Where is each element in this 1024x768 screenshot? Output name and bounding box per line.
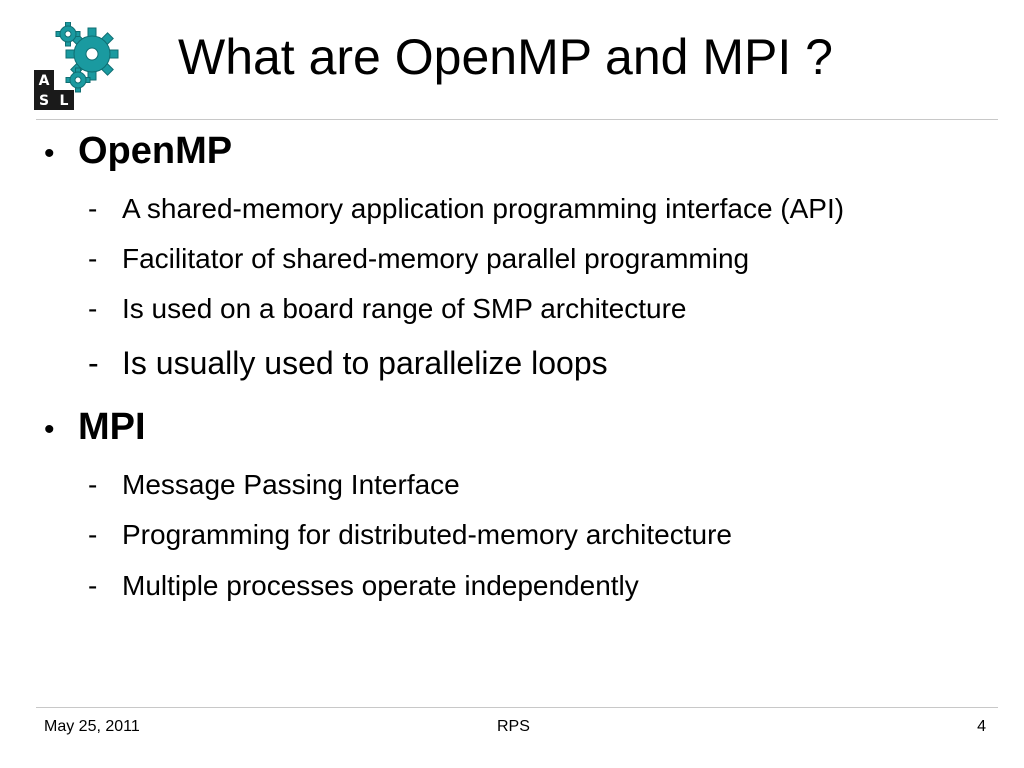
dash-icon: -: [88, 293, 98, 324]
slide-content: • OpenMP - A shared-memory application p…: [44, 130, 844, 602]
dash-icon: -: [88, 519, 98, 550]
sub-item-text: Programming for distributed-memory archi…: [122, 519, 732, 550]
sub-item: - A shared-memory application programmin…: [88, 193, 844, 225]
footer-center-label: RPS: [497, 718, 530, 735]
bullet-mpi: • MPI: [44, 406, 146, 449]
asl-gear-logo-icon: A S L: [34, 22, 119, 110]
sub-item: - Message Passing Interface: [88, 469, 460, 501]
svg-text:S: S: [39, 93, 49, 109]
footer-date: May 25, 2011: [44, 718, 140, 735]
slide-number: 4: [977, 718, 986, 735]
bullet-heading: MPI: [78, 406, 146, 448]
dash-icon: -: [88, 469, 98, 500]
footer-divider: [36, 707, 998, 708]
dash-icon: -: [88, 243, 98, 274]
dash-icon: -: [88, 345, 99, 381]
sub-item: - Is usually used to parallelize loops: [88, 345, 608, 382]
sub-item-text: Facilitator of shared-memory parallel pr…: [122, 243, 750, 274]
svg-text:A: A: [39, 73, 50, 89]
sub-item-text: A shared-memory application programming …: [122, 193, 845, 224]
sub-item: - Facilitator of shared-memory parallel …: [88, 243, 749, 275]
title-divider: [36, 119, 998, 120]
dash-icon: -: [88, 570, 98, 601]
bullet-icon: •: [44, 137, 55, 170]
sub-item-text: Is used on a board range of SMP architec…: [122, 293, 687, 324]
slide-title: What are OpenMP and MPI ?: [178, 29, 833, 85]
sub-item-text: Message Passing Interface: [122, 469, 460, 500]
sub-item-text: Multiple processes operate independently: [122, 570, 639, 601]
svg-text:L: L: [60, 93, 69, 109]
bullet-heading: OpenMP: [78, 130, 233, 172]
sub-item: - Programming for distributed-memory arc…: [88, 519, 732, 551]
bullet-openmp: • OpenMP: [44, 130, 232, 173]
bullet-icon: •: [44, 413, 55, 446]
sub-item-text: Is usually used to parallelize loops: [122, 345, 608, 381]
sub-item: - Multiple processes operate independent…: [88, 570, 639, 602]
sub-item: - Is used on a board range of SMP archit…: [88, 293, 686, 325]
dash-icon: -: [88, 193, 98, 224]
